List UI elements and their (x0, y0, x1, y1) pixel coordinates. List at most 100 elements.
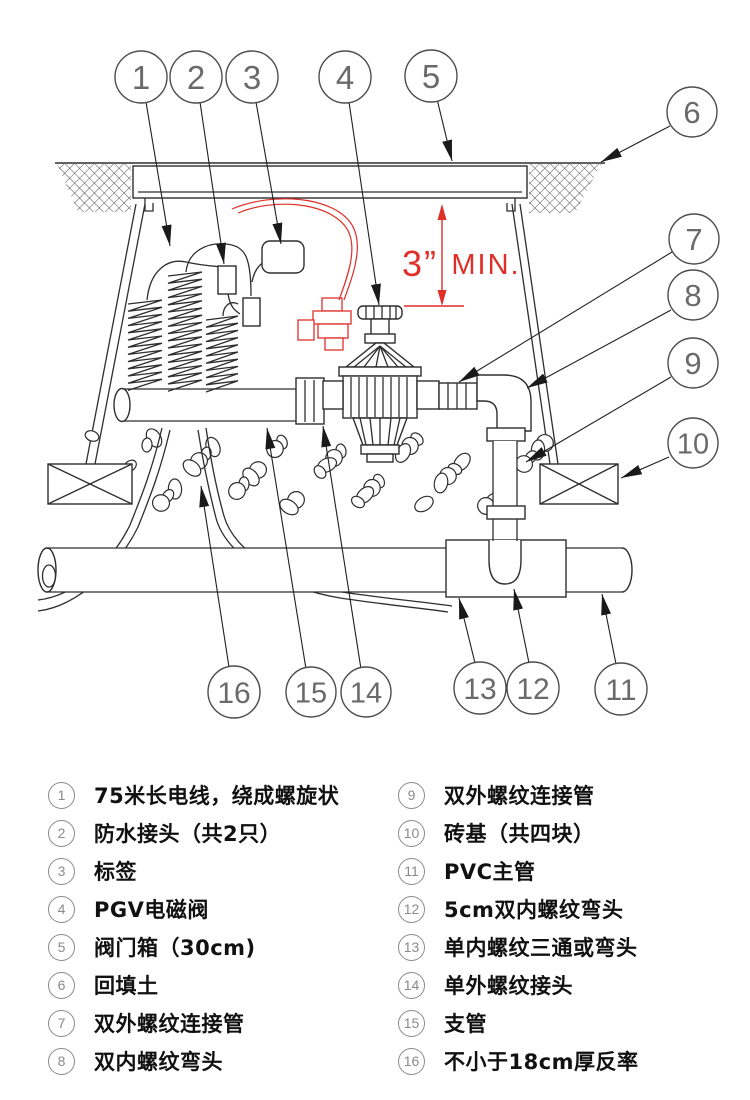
callout-12-circle (506, 661, 560, 715)
svg-text:12: 12 (516, 673, 549, 706)
leader-14 (321, 425, 362, 670)
legend-item-number: 12 (398, 895, 425, 923)
leader-10 (620, 456, 670, 479)
leader-5 (436, 98, 453, 162)
legend-item-label: PGV电磁阀 (94, 898, 209, 922)
callout-14-circle (340, 666, 392, 718)
solenoid-wires-red (231, 198, 358, 301)
legend-item-number: 14 (398, 971, 425, 999)
leader-1 (145, 101, 172, 247)
legend-item-label: 阀门箱（30cm) (94, 936, 256, 960)
valve-box-walls (85, 203, 559, 465)
svg-text:10: 10 (677, 428, 709, 460)
waterproof-connector-1 (217, 265, 237, 295)
callout-5-circle (404, 49, 458, 103)
svg-text:14: 14 (350, 677, 382, 709)
legend-item-number: 10 (398, 819, 425, 847)
gravel-stone (433, 472, 449, 494)
legend-item-number: 3 (48, 857, 75, 885)
svg-text:4: 4 (336, 59, 354, 96)
legend-item-label: 标签 (94, 860, 137, 884)
legend-item: 5 阀门箱（30cm) (48, 928, 339, 966)
leader-8 (526, 309, 672, 389)
svg-text:5: 5 (422, 58, 440, 95)
leader-15 (265, 427, 307, 670)
legend-item: 9 双外螺纹连接管 (398, 776, 639, 814)
male-adapter (295, 377, 325, 425)
pgv-valve-assembly (295, 305, 532, 541)
leader-2 (199, 101, 226, 265)
gravel-stone (141, 437, 153, 453)
legend-item-number: 2 (48, 819, 75, 847)
callout-circles: 1 2 3 4 5 6 7 8 9 10 11 12 13 14 15 16 (114, 49, 720, 719)
legend-item-label: 双内螺纹弯头 (94, 1050, 223, 1074)
callout-2-circle (169, 50, 223, 104)
callout-10-circle (667, 417, 719, 469)
wires-and-connectors (146, 240, 305, 327)
valve-body (342, 375, 418, 419)
callout-8-circle (667, 269, 719, 321)
elbow-5cm (488, 540, 522, 585)
legend-item-number: 13 (398, 933, 425, 961)
svg-text:9: 9 (684, 346, 701, 381)
leader-7 (458, 251, 673, 383)
legend-item-number: 5 (48, 933, 75, 961)
leader-13 (458, 597, 476, 664)
leader-9 (525, 376, 672, 463)
gravel-stone (414, 495, 434, 513)
callout-15-circle (285, 666, 337, 718)
legend-item-label: PVC主管 (444, 860, 536, 884)
id-label-tag (261, 240, 305, 274)
legend-item: 12 5cm双内螺纹弯头 (398, 890, 639, 928)
solenoid-valve (297, 297, 352, 351)
callout-9-circle (667, 337, 719, 389)
valve-box-lid (132, 165, 528, 212)
callout-1-circle (114, 50, 168, 104)
legend-item-label: 双外螺纹连接管 (94, 1012, 245, 1036)
callout-11-circle (594, 662, 648, 716)
legend-item-label: 单外螺纹接头 (444, 974, 573, 998)
legend-item-label: 双外螺纹连接管 (444, 784, 595, 808)
svg-text:15: 15 (295, 677, 327, 709)
callout-3-circle (225, 50, 279, 104)
svg-text:16: 16 (217, 677, 250, 710)
leader-3 (255, 101, 283, 245)
leader-11 (601, 593, 617, 665)
dimension-suffix: MIN. (451, 249, 520, 281)
leader-4 (348, 101, 381, 306)
legend-item-label: 5cm双内螺纹弯头 (444, 898, 624, 922)
threaded-nipple (438, 382, 478, 410)
legend-item-label: 支管 (444, 1012, 487, 1036)
legend-item-label: 75米长电线，绕成螺旋状 (94, 784, 340, 808)
brick-bases (47, 463, 619, 505)
svg-text:2: 2 (187, 59, 205, 96)
callout-16-circle (207, 665, 261, 719)
leader-12 (513, 588, 530, 664)
callout-7-circle (668, 213, 720, 265)
legend-item-label: 单内螺纹三通或弯头 (444, 936, 638, 960)
legend-item-number: 15 (398, 1009, 425, 1037)
legend-item-number: 16 (398, 1047, 425, 1075)
gravel-stone (228, 481, 246, 501)
lateral-pipe (113, 387, 296, 423)
svg-text:11: 11 (605, 674, 636, 707)
gravel-stone (313, 465, 327, 479)
svg-text:8: 8 (684, 278, 701, 313)
gravel-stone (182, 459, 202, 477)
leader-16 (199, 485, 230, 668)
waterproof-connector-2 (242, 297, 261, 327)
gravel-stone (350, 495, 366, 509)
installation-diagram: 3” MIN. 1 2 3 4 5 6 7 8 (37, 49, 720, 719)
svg-text:7: 7 (685, 222, 702, 257)
legend-item-number: 9 (398, 781, 425, 809)
